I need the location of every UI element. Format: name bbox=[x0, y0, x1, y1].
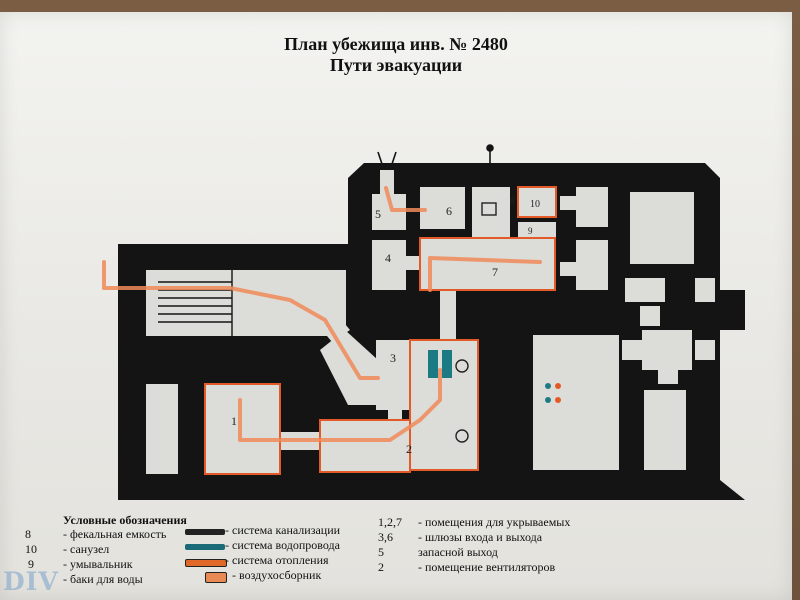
corridor-right bbox=[625, 278, 665, 302]
passage-4 bbox=[406, 256, 420, 270]
legend-num-9: 9 bbox=[28, 557, 34, 571]
passage-3 bbox=[388, 410, 402, 420]
room-label-8: 8 bbox=[510, 197, 515, 207]
plan-title: План убежища инв. № 2480 bbox=[284, 34, 508, 54]
corridor-right2 bbox=[695, 278, 715, 302]
room-big-right bbox=[630, 192, 694, 264]
room-label-7: 7 bbox=[492, 265, 498, 279]
room-numbers: 1 2 3 4 5 6 7 8 9 10 bbox=[231, 197, 540, 456]
diag-passage bbox=[312, 306, 350, 342]
route-5 bbox=[384, 186, 427, 212]
swatch-sewage bbox=[185, 529, 225, 535]
corridor-right6 bbox=[658, 370, 678, 384]
water-system bbox=[428, 350, 561, 403]
vent-marks bbox=[377, 144, 601, 185]
legend-num-shelter: 1,2,7 bbox=[378, 515, 402, 529]
room-label-5: 5 bbox=[375, 207, 381, 221]
legend-heating: - система отопления bbox=[225, 553, 329, 567]
room-label-2: 2 bbox=[406, 442, 412, 456]
room-label-3: 3 bbox=[390, 351, 396, 365]
rooms bbox=[146, 170, 715, 474]
legend-text-9: - умывальник bbox=[63, 557, 133, 571]
legend-fans: - помещение вентиляторов bbox=[418, 560, 556, 574]
corridor-right3 bbox=[640, 306, 660, 326]
room-label-9: 9 bbox=[528, 226, 533, 236]
passage-7 bbox=[440, 290, 456, 342]
room-10 bbox=[518, 187, 556, 217]
room-3 bbox=[376, 340, 410, 410]
legend-num-exit: 5 bbox=[378, 545, 384, 559]
tank-icon bbox=[481, 202, 497, 216]
swatch-heating bbox=[185, 559, 227, 567]
room-2 bbox=[320, 420, 410, 472]
corridor-right4 bbox=[622, 340, 642, 360]
legend-sewage: - система канализации bbox=[225, 523, 341, 537]
route-2 bbox=[238, 368, 442, 442]
corridor-right5 bbox=[695, 340, 715, 360]
passage-top bbox=[380, 170, 394, 194]
route-main bbox=[102, 286, 380, 380]
room-left-small bbox=[146, 384, 178, 474]
legend-num-8: 8 bbox=[25, 527, 31, 541]
room-stairs bbox=[146, 270, 346, 336]
room-b bbox=[576, 240, 608, 290]
room-label-1: 1 bbox=[231, 414, 237, 428]
room-label-10: 10 bbox=[530, 199, 540, 210]
room-label-4: 4 bbox=[385, 251, 391, 265]
passage-6 bbox=[430, 208, 444, 226]
room-8 bbox=[472, 187, 510, 241]
evacuation-routes bbox=[102, 186, 542, 442]
plan-subtitle: Пути эвакуации bbox=[329, 55, 463, 75]
legend-text-10: - санузел bbox=[63, 542, 110, 556]
room-right-mid bbox=[533, 335, 619, 470]
watermark: DIV bbox=[3, 567, 59, 596]
room-corridor-r bbox=[642, 330, 692, 370]
legend-text-tanks: - баки для воды bbox=[63, 572, 143, 586]
legend-water: - система водопровода bbox=[225, 538, 340, 552]
room-1 bbox=[205, 384, 280, 474]
legend-heading: Условные обозначения bbox=[63, 513, 187, 527]
route-7 bbox=[428, 256, 542, 292]
legend-num-locks: 3,6 bbox=[378, 530, 393, 544]
room-borders bbox=[204, 186, 557, 475]
legend-text-8: - фекальная емкость bbox=[63, 527, 167, 541]
legend-locks: - шлюзы входа и выхода bbox=[418, 530, 543, 544]
room-label-6: 6 bbox=[446, 204, 452, 218]
room-4 bbox=[372, 240, 406, 290]
legend-shelter: - помещения для укрываемых bbox=[418, 515, 571, 529]
legend: Условные обозначения 8 - фекальная емкос… bbox=[0, 505, 800, 600]
passage-b bbox=[560, 262, 576, 276]
fans bbox=[455, 202, 497, 443]
legend-num-10: 10 bbox=[25, 542, 37, 556]
passage-a bbox=[560, 196, 576, 210]
legend-air-collector: - воздухосборник bbox=[232, 568, 322, 582]
fan-icon bbox=[455, 359, 469, 373]
legend-exit: запасной выход bbox=[418, 545, 498, 559]
room-a bbox=[576, 187, 608, 227]
room-7 bbox=[420, 238, 555, 290]
fan-icon-2 bbox=[455, 429, 469, 443]
room-right-low bbox=[644, 390, 686, 470]
swatch-water bbox=[185, 544, 225, 550]
swatch-air-collector bbox=[205, 572, 227, 583]
legend-num-fans: 2 bbox=[378, 560, 384, 574]
